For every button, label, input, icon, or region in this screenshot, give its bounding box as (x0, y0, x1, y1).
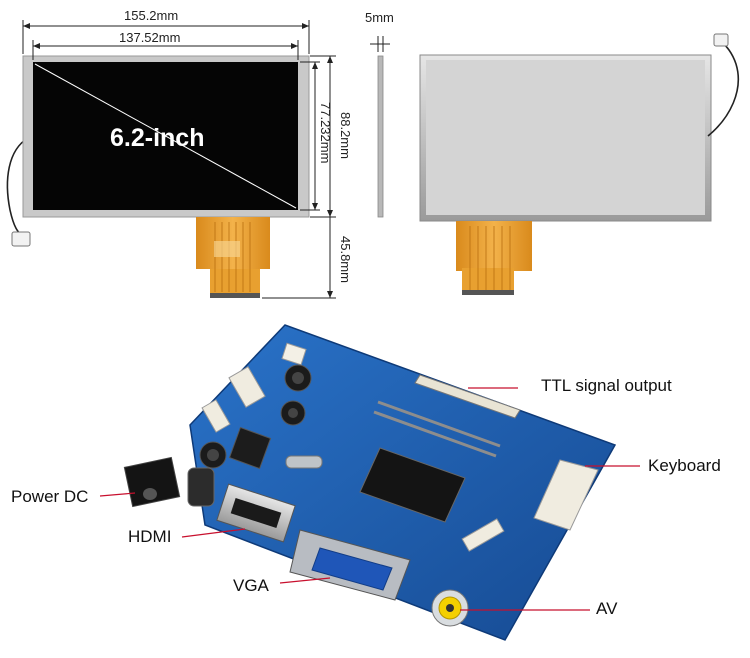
dimension-arrows (23, 23, 333, 298)
callout-power-dc: Power DC (11, 487, 89, 506)
back-panel (419, 33, 740, 295)
callout-av: AV (596, 599, 618, 618)
callout-hdmi: HDMI (128, 527, 172, 546)
callout-vga: VGA (233, 576, 269, 595)
callout-ttl-signal-output: TTL signal output (541, 376, 672, 395)
screen-size-label: 6.2-inch (110, 124, 205, 152)
dim-overall-width: 155.2mm (124, 8, 179, 23)
dim-fpc-length: 45.8mm (338, 236, 353, 283)
dim-thickness: 5mm (365, 10, 394, 25)
dimension-lines (22, 20, 336, 299)
driver-board (123, 324, 617, 641)
dim-active-height: 77.232mm (318, 102, 333, 164)
callout-keyboard: Keyboard (648, 456, 721, 475)
side-view (370, 36, 390, 218)
dim-overall-height: 88.2mm (338, 112, 353, 159)
dim-active-width: 137.52mm (119, 30, 181, 45)
callout-lines (99, 387, 640, 611)
front-panel (6, 55, 310, 298)
